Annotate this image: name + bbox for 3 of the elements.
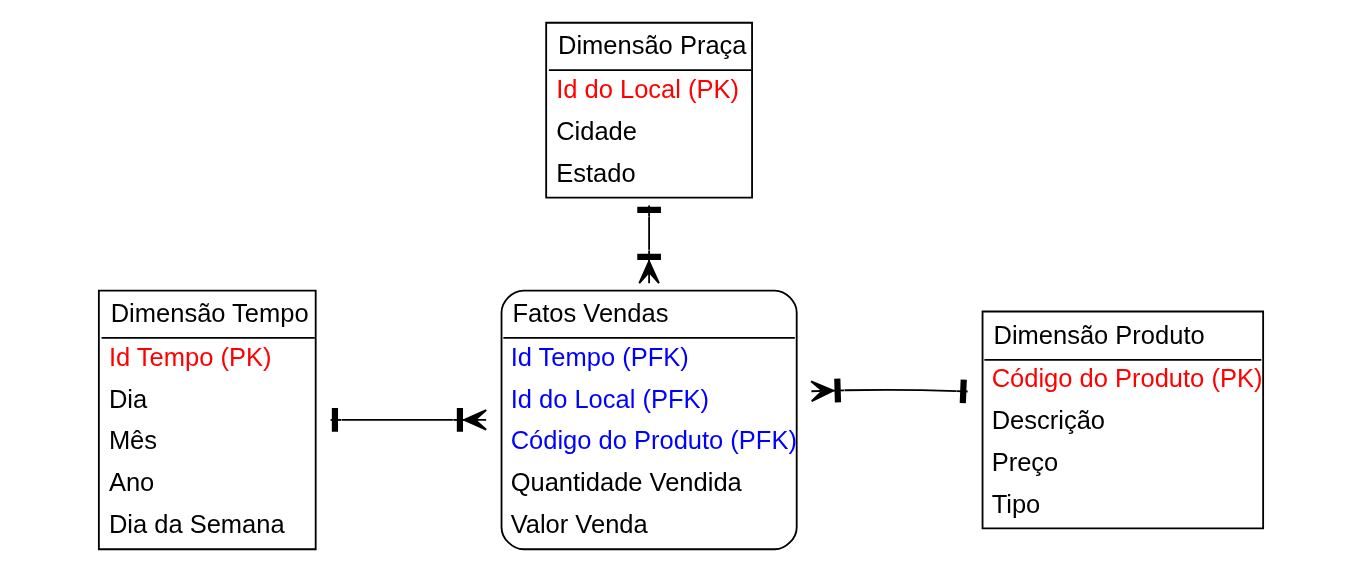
connector [636, 204, 661, 285]
connector [809, 378, 969, 404]
connector [329, 408, 487, 432]
